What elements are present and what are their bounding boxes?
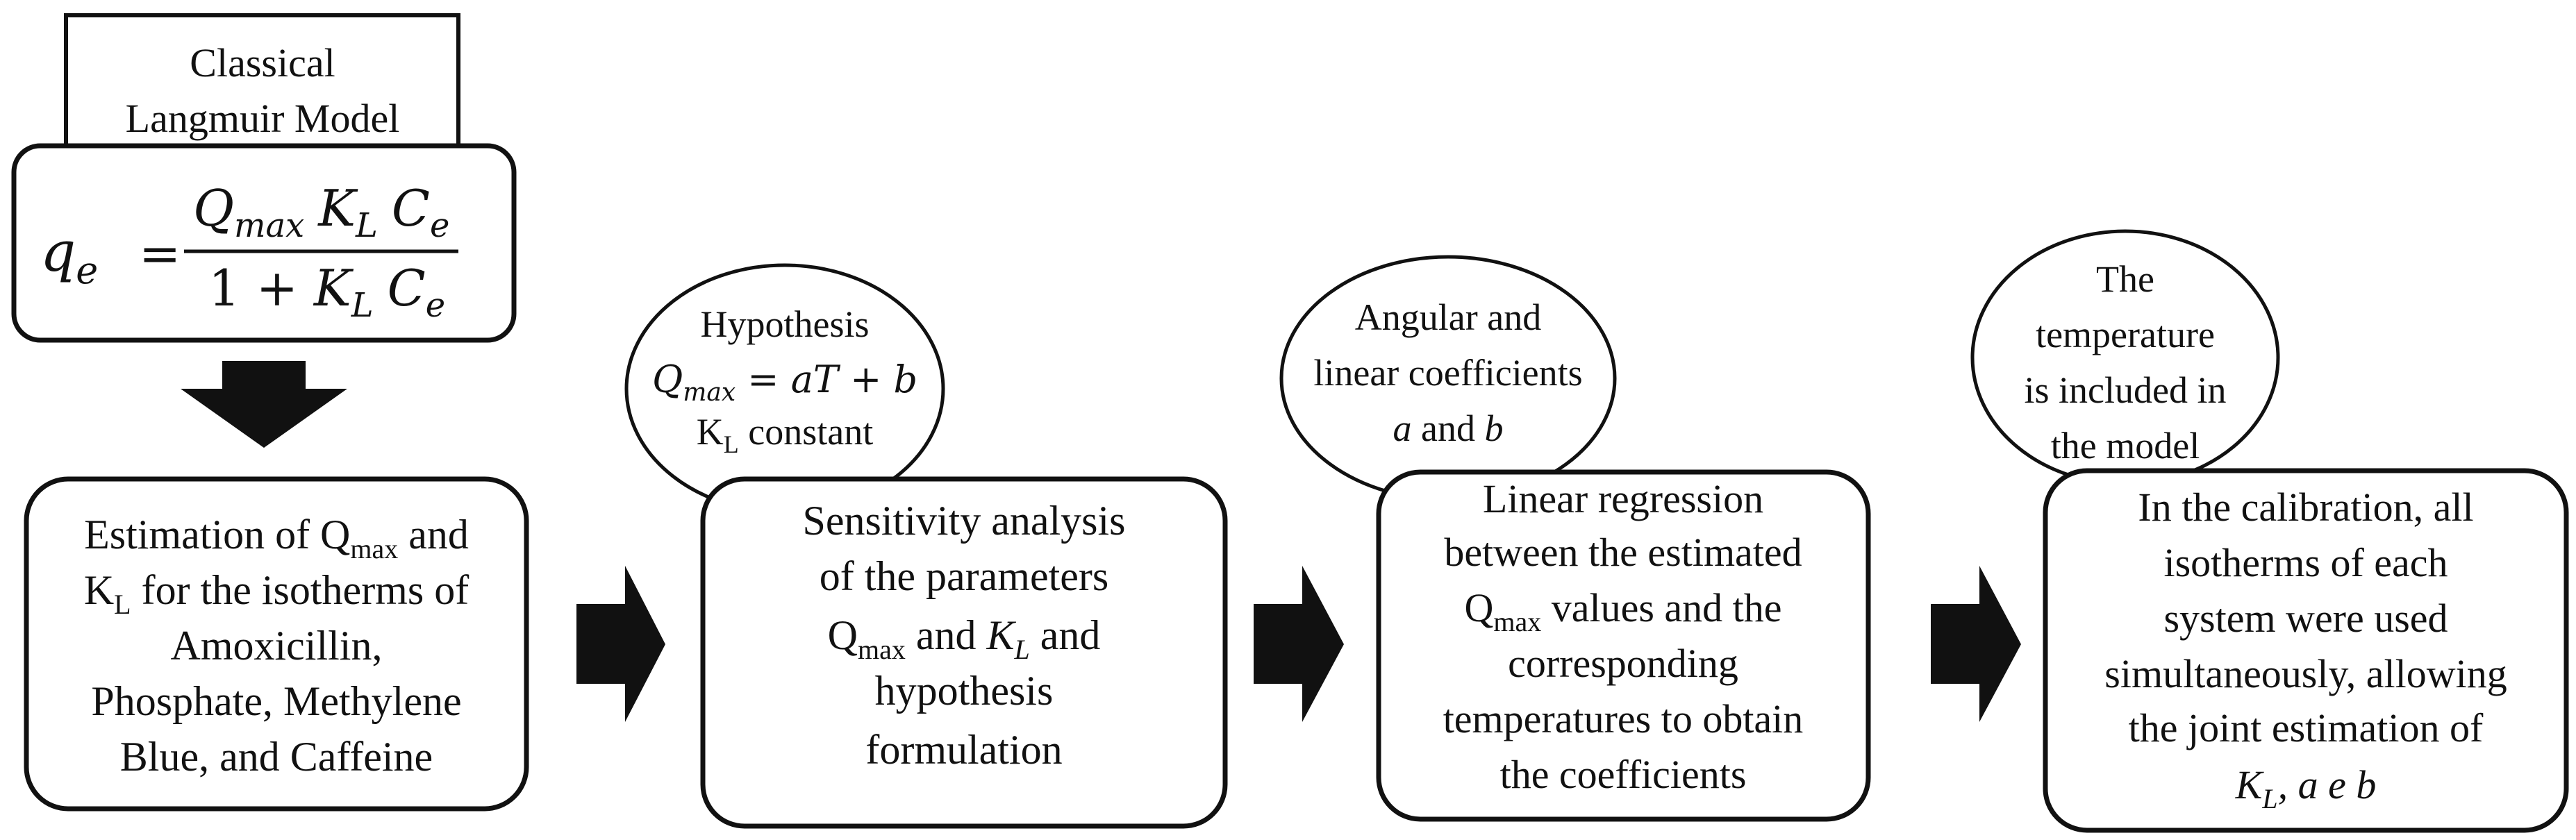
right-arrow-1 bbox=[576, 566, 665, 722]
header-line-2: Langmuir Model bbox=[126, 96, 400, 141]
svg-text:qe: qe bbox=[40, 219, 98, 292]
temperature-bubble: The temperature is included in the model bbox=[1970, 229, 2280, 486]
step-1-box: Estimation of Qmax and KL for the isothe… bbox=[24, 476, 529, 812]
svg-text:Qmax = aT + b: Qmax = aT + b bbox=[652, 358, 917, 407]
svg-text:Sensitivity analysis: Sensitivity analysis bbox=[803, 498, 1126, 544]
svg-text:Phosphate, Methylene: Phosphate, Methylene bbox=[91, 678, 461, 724]
svg-text:of the parameters: of the parameters bbox=[820, 553, 1108, 599]
svg-text:corresponding: corresponding bbox=[1508, 641, 1738, 686]
step-4-box: In the calibration, all isotherms of eac… bbox=[2043, 468, 2569, 833]
coefficients-bubble: Angular and linear coefficients a and b bbox=[1279, 255, 1617, 502]
svg-text:KL for the isotherms of: KL for the isotherms of bbox=[84, 567, 469, 620]
right-arrow-2 bbox=[1254, 566, 1344, 722]
svg-text:Linear regression: Linear regression bbox=[1483, 476, 1763, 521]
svg-text:=: = bbox=[139, 224, 181, 283]
svg-text:linear coefficients: linear coefficients bbox=[1313, 352, 1582, 394]
step-2-box: Sensitivity analysis of the parameters Q… bbox=[700, 476, 1228, 829]
svg-text:the joint estimation of: the joint estimation of bbox=[2129, 705, 2484, 750]
svg-text:between the estimated: between the estimated bbox=[1444, 530, 1802, 575]
svg-text:Angular and: Angular and bbox=[1355, 296, 1541, 338]
hypothesis-bubble: Hypothesis Qmax = aT + b KL constant bbox=[624, 263, 945, 514]
svg-text:temperatures to obtain: temperatures to obtain bbox=[1443, 696, 1804, 741]
right-arrow-3 bbox=[1931, 566, 2021, 722]
svg-text:the model: the model bbox=[2051, 425, 2200, 467]
svg-text:simultaneously, allowing: simultaneously, allowing bbox=[2104, 651, 2507, 696]
svg-text:hypothesis: hypothesis bbox=[875, 668, 1054, 714]
down-arrow bbox=[181, 361, 347, 448]
svg-text:Estimation of Qmax and: Estimation of Qmax and bbox=[84, 512, 469, 564]
svg-text:temperature: temperature bbox=[2036, 314, 2215, 355]
step-3-box: Linear regression between the estimated … bbox=[1376, 469, 1871, 822]
svg-text:Qmax values and the: Qmax values and the bbox=[1464, 585, 1781, 637]
svg-text:formulation: formulation bbox=[865, 727, 1062, 773]
svg-text:the coefficients: the coefficients bbox=[1500, 752, 1747, 797]
svg-text:Hypothesis: Hypothesis bbox=[701, 303, 870, 345]
svg-text:Qmax and KL and: Qmax and KL and bbox=[828, 612, 1101, 665]
svg-text:Amoxicillin,: Amoxicillin, bbox=[171, 623, 383, 669]
svg-text:a and b: a and b bbox=[1393, 408, 1504, 449]
svg-text:KL, a e b: KL, a e b bbox=[2235, 762, 2377, 814]
svg-text:isotherms of each: isotherms of each bbox=[2163, 540, 2448, 585]
svg-text:In the calibration, all: In the calibration, all bbox=[2138, 485, 2473, 530]
svg-text:KL constant: KL constant bbox=[697, 411, 873, 458]
svg-text:system were used: system were used bbox=[2163, 596, 2448, 641]
header-box: Classical Langmuir Model bbox=[64, 13, 460, 156]
svg-text:is included in: is included in bbox=[2025, 369, 2227, 411]
svg-text:The: The bbox=[2096, 258, 2154, 300]
svg-text:Blue, and Caffeine: Blue, and Caffeine bbox=[120, 734, 433, 780]
header-line-1: Classical bbox=[190, 40, 335, 85]
